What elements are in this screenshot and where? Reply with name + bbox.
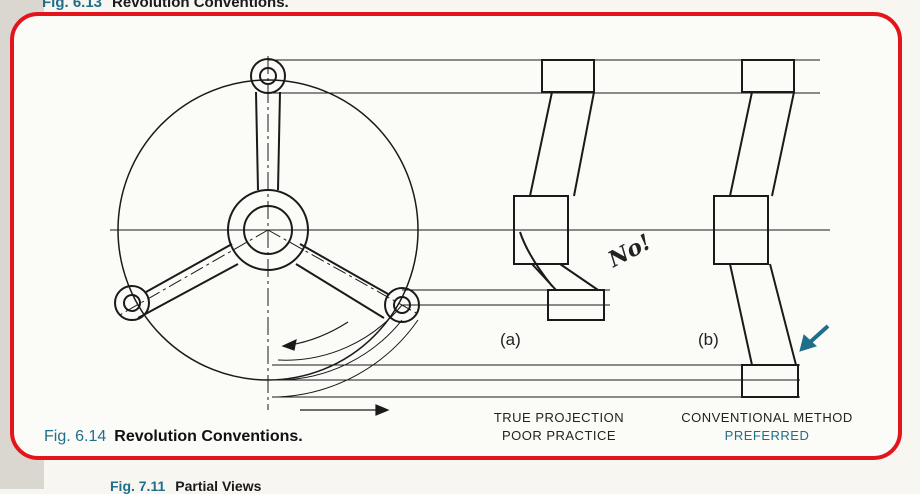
right-arm — [295, 243, 389, 319]
view-a-true-projection — [513, 59, 605, 321]
left-arm — [137, 243, 239, 319]
caption-a-line1: TRUE PROJECTION — [493, 410, 625, 425]
caption-a-line2: POOR PRACTICE — [501, 428, 617, 443]
view-b-conventional — [713, 59, 799, 398]
caption-b-line1: CONVENTIONAL METHOD — [681, 410, 853, 425]
left-boss — [114, 285, 150, 321]
caption-b-line2: PREFERRED — [724, 428, 810, 443]
arrow-pointer-icon — [799, 324, 830, 352]
top-arm — [255, 91, 281, 191]
figure-frame — [10, 12, 902, 460]
view-b-label: (b) — [698, 330, 719, 349]
view-a-label: (a) — [500, 330, 521, 349]
